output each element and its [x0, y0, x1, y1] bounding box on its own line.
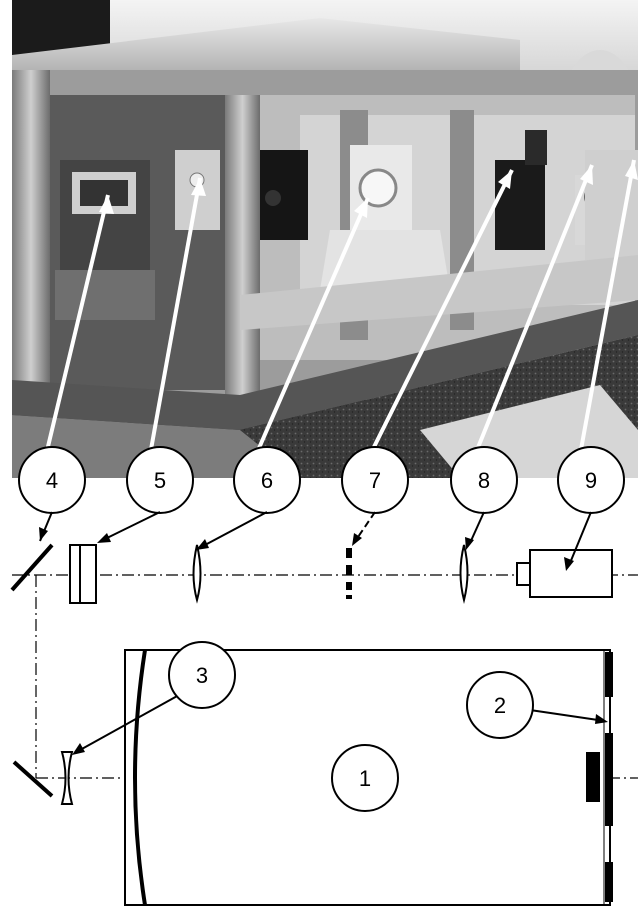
- callout-4-label: 4: [46, 468, 58, 493]
- callout-7-label: 7: [369, 468, 381, 493]
- callout-6: 6: [233, 446, 301, 514]
- label-2: 2: [466, 671, 534, 739]
- callouts: 4 5 6 7 8 9: [18, 446, 625, 514]
- component-7-slit: [346, 548, 352, 599]
- component-3-lens: [60, 751, 74, 805]
- callout-8: 8: [450, 446, 518, 514]
- callout-9: 9: [557, 446, 625, 514]
- schematic-arrowheads: [39, 527, 608, 755]
- lower-fold-mirror: [12, 760, 54, 798]
- component-6-lens: [192, 544, 202, 604]
- schematic-labels: 3 2 1: [168, 641, 534, 812]
- label-3: 3: [168, 641, 236, 709]
- callout-6-label: 6: [261, 468, 273, 493]
- photo-arrowheads: [99, 160, 638, 218]
- upper-fold-mirror: [10, 543, 54, 592]
- callout-4: 4: [18, 446, 86, 514]
- schematic-arrows: [39, 511, 599, 751]
- schematic: [10, 543, 638, 906]
- component-1-concave-mirror: [133, 649, 147, 906]
- callout-5: 5: [126, 446, 194, 514]
- component-5-block: [69, 544, 97, 604]
- label-3-text: 3: [196, 663, 208, 688]
- label-2-text: 2: [494, 693, 506, 718]
- callout-8-label: 8: [478, 468, 490, 493]
- photo-arrows: [44, 159, 636, 456]
- callout-9-label: 9: [585, 468, 597, 493]
- setup-photo: [12, 0, 638, 478]
- callout-7: 7: [341, 446, 409, 514]
- component-9-camera-nose: [516, 562, 531, 586]
- label-1: 1: [331, 744, 399, 812]
- component-2-segments: [586, 652, 613, 902]
- component-9-camera-body: [529, 549, 613, 598]
- label-1-text: 1: [359, 766, 371, 791]
- callout-5-label: 5: [154, 468, 166, 493]
- component-8-lens: [459, 544, 469, 604]
